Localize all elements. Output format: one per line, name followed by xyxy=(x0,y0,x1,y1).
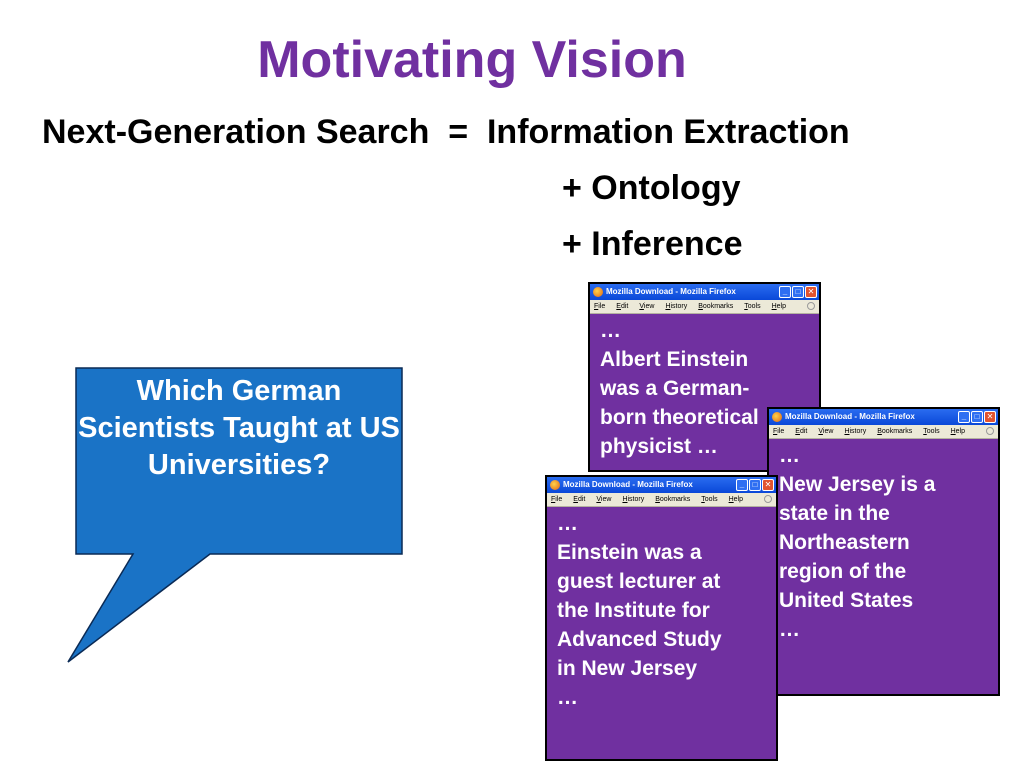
menu-bar: File Edit View History Bookmarks Tools H… xyxy=(590,300,819,314)
maximize-button[interactable]: □ xyxy=(792,286,804,298)
menu-tools[interactable]: Tools xyxy=(923,428,940,435)
callout-question: Which German Scientists Taught at US Uni… xyxy=(78,375,400,481)
menu-edit[interactable]: Edit xyxy=(616,303,629,310)
menu-tools[interactable]: Tools xyxy=(701,496,718,503)
menu-help[interactable]: Help xyxy=(728,496,743,503)
minimize-button[interactable]: _ xyxy=(958,411,970,423)
menu-view[interactable]: View xyxy=(639,303,655,310)
menu-view[interactable]: View xyxy=(596,496,612,503)
menu-file[interactable]: File xyxy=(773,428,785,435)
maximize-button[interactable]: □ xyxy=(749,479,761,491)
menu-view[interactable]: View xyxy=(818,428,834,435)
window-titlebar: Mozilla Download - Mozilla Firefox _ □ ✕ xyxy=(590,284,819,300)
firefox-logo-icon xyxy=(593,287,603,297)
menu-bookmarks[interactable]: Bookmarks xyxy=(698,303,734,310)
browser-window-new-jersey: Mozilla Download - Mozilla Firefox _ □ ✕… xyxy=(767,407,1000,696)
minimize-button[interactable]: _ xyxy=(779,286,791,298)
menu-edit[interactable]: Edit xyxy=(573,496,586,503)
minimize-button[interactable]: _ xyxy=(736,479,748,491)
slide-title: Motivating Vision xyxy=(257,31,687,89)
window-content: … New Jersey is a state in the Northeast… xyxy=(779,444,936,641)
equation-line-3: + Inference xyxy=(562,225,743,263)
window-title: Mozilla Download - Mozilla Firefox xyxy=(606,287,736,296)
throbber-icon xyxy=(986,427,994,435)
equation-line-2: + Ontology xyxy=(562,169,741,207)
firefox-logo-icon xyxy=(772,412,782,422)
menu-help[interactable]: Help xyxy=(771,303,786,310)
close-button[interactable]: ✕ xyxy=(984,411,996,423)
close-button[interactable]: ✕ xyxy=(805,286,817,298)
browser-window-einstein-lecturer: Mozilla Download - Mozilla Firefox _ □ ✕… xyxy=(545,475,778,761)
equation-line-1: Next-Generation Search = Information Ext… xyxy=(42,113,850,151)
menu-history[interactable]: History xyxy=(622,496,645,503)
menu-bar: File Edit View History Bookmarks Tools H… xyxy=(769,425,998,439)
menu-history[interactable]: History xyxy=(665,303,688,310)
firefox-logo-icon xyxy=(550,480,560,490)
maximize-button[interactable]: □ xyxy=(971,411,983,423)
window-titlebar: Mozilla Download - Mozilla Firefox _ □ ✕ xyxy=(547,477,776,493)
window-title: Mozilla Download - Mozilla Firefox xyxy=(563,480,693,489)
throbber-icon xyxy=(807,302,815,310)
menu-tools[interactable]: Tools xyxy=(744,303,761,310)
window-content: … Albert Einstein was a German- born the… xyxy=(600,319,759,458)
window-title: Mozilla Download - Mozilla Firefox xyxy=(785,412,915,421)
window-content: … Einstein was a guest lecturer at the I… xyxy=(557,512,722,709)
menu-help[interactable]: Help xyxy=(950,428,965,435)
menu-history[interactable]: History xyxy=(844,428,867,435)
window-titlebar: Mozilla Download - Mozilla Firefox _ □ ✕ xyxy=(769,409,998,425)
menu-bookmarks[interactable]: Bookmarks xyxy=(655,496,691,503)
menu-file[interactable]: File xyxy=(551,496,563,503)
menu-bar: File Edit View History Bookmarks Tools H… xyxy=(547,493,776,507)
menu-file[interactable]: File xyxy=(594,303,606,310)
throbber-icon xyxy=(764,495,772,503)
menu-bookmarks[interactable]: Bookmarks xyxy=(877,428,913,435)
close-button[interactable]: ✕ xyxy=(762,479,774,491)
menu-edit[interactable]: Edit xyxy=(795,428,808,435)
